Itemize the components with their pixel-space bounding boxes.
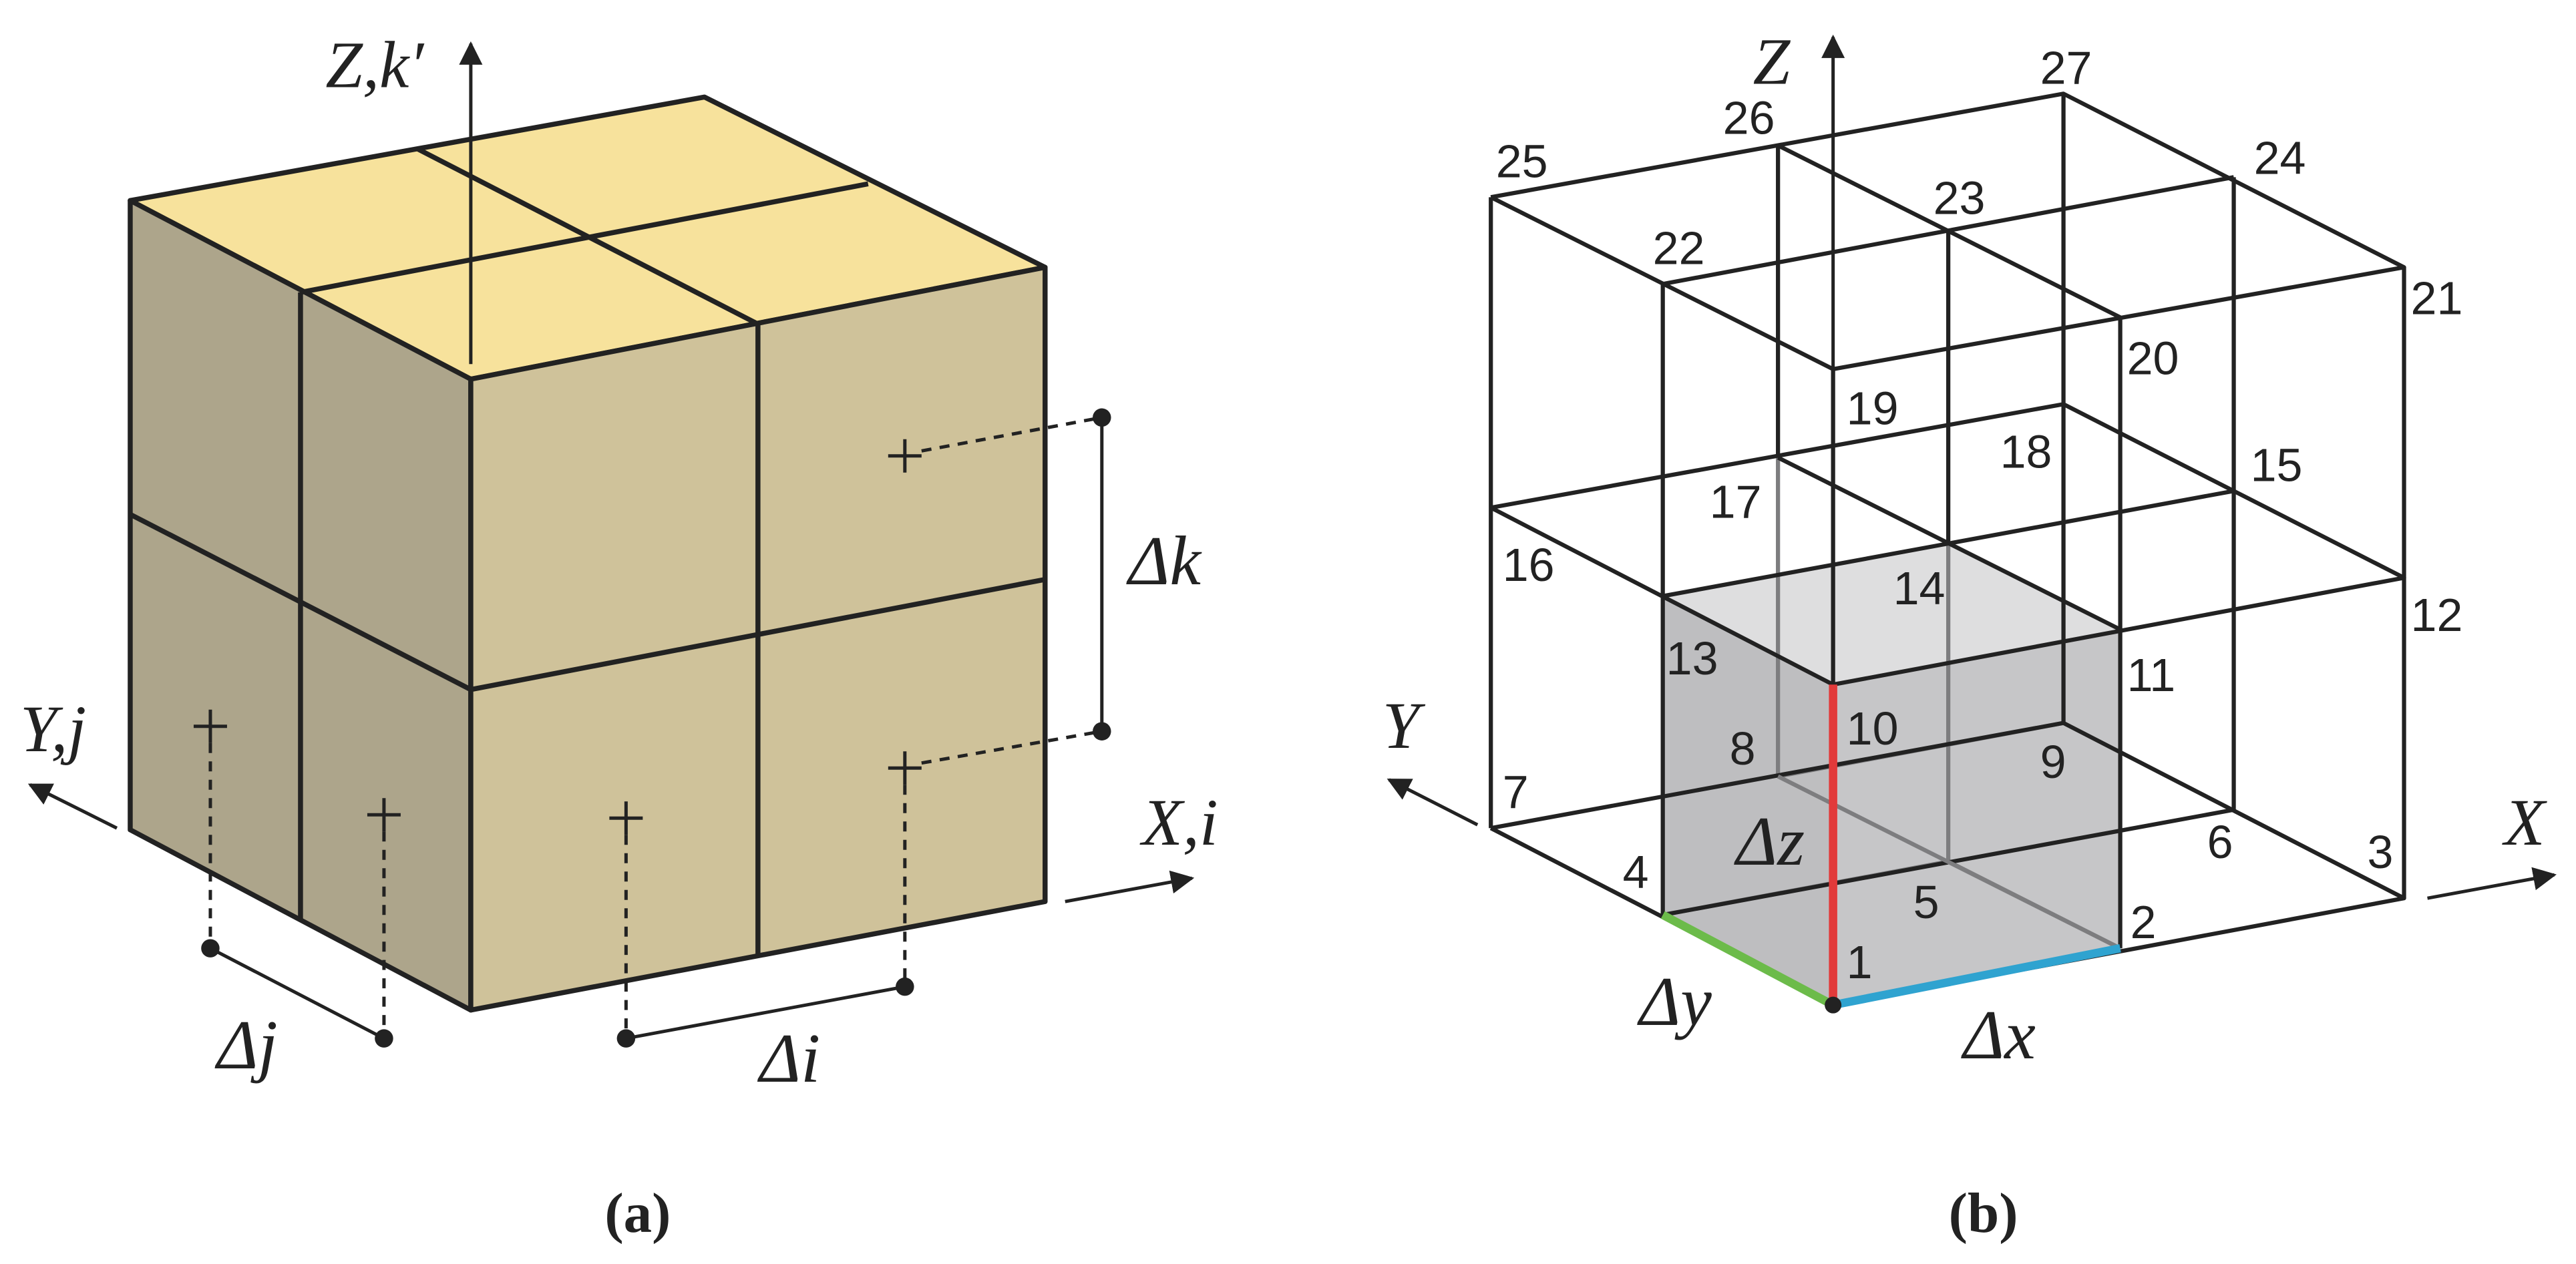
z-axis-label-b: Z xyxy=(1753,24,1791,98)
delta-i-dimension-line xyxy=(625,985,906,1040)
plus-marker xyxy=(609,801,643,835)
delta-x-edge xyxy=(1832,944,2121,1010)
plus-marker xyxy=(888,439,922,473)
z-axis-label: Z,k′ xyxy=(325,27,425,101)
node-label: 8 xyxy=(1730,722,1756,775)
endpoint-dot xyxy=(1093,408,1111,427)
node-label: 14 xyxy=(1893,562,1946,614)
front-grid-line xyxy=(470,577,1046,692)
shaded-cell-front xyxy=(1833,629,2121,1006)
endpoint-dot xyxy=(1093,722,1111,741)
origin-dot xyxy=(1825,996,1842,1014)
node-label: 22 xyxy=(1653,222,1705,274)
node-label: 10 xyxy=(1847,702,1899,755)
caption-a: (a) xyxy=(604,1182,671,1245)
x-axis-arrow-b xyxy=(2427,867,2557,900)
node-label: 12 xyxy=(2411,589,2463,641)
endpoint-dot xyxy=(896,977,914,996)
delta-y-label: Δy xyxy=(1637,962,1712,1040)
node-label: 2 xyxy=(2131,896,2157,948)
node-labels: 1 2 3 4 5 6 7 8 9 10 11 12 13 14 15 16 1… xyxy=(1496,41,2463,988)
y-axis-label: Y,j xyxy=(20,692,86,766)
node-label: 18 xyxy=(2000,425,2052,477)
node-label: 26 xyxy=(1723,91,1775,144)
plus-marker xyxy=(193,709,227,743)
caption-b: (b) xyxy=(1949,1182,2018,1245)
delta-j-label: Δj xyxy=(214,1006,278,1084)
node-label: 24 xyxy=(2254,132,2306,184)
endpoint-dot xyxy=(616,1029,636,1048)
y-axis-label-b: Y xyxy=(1383,688,1426,763)
node-label: 15 xyxy=(2251,439,2303,491)
node-label: 1 xyxy=(1847,936,1873,988)
delta-x-label: Δx xyxy=(1961,996,2036,1074)
panel-a-dimension-endpoints xyxy=(201,408,1111,1048)
node-label: 13 xyxy=(1666,632,1718,684)
left-grid-line xyxy=(129,511,472,692)
node-label: 20 xyxy=(2127,332,2179,384)
node-label: 21 xyxy=(2411,272,2463,324)
y-axis-arrow xyxy=(27,783,118,830)
node-label: 7 xyxy=(1503,766,1529,818)
delta-k-label: Δk xyxy=(1126,521,1203,600)
node-label: 3 xyxy=(2368,826,2394,878)
node-label: 6 xyxy=(2207,816,2233,868)
dashed-leader xyxy=(921,729,1103,765)
node-label: 5 xyxy=(1913,876,1940,928)
x-axis-label-b: X xyxy=(2502,785,2548,859)
node-label: 11 xyxy=(2127,649,2176,701)
panel-a-dimensions xyxy=(193,415,1104,1040)
node-label: 27 xyxy=(2040,41,2092,93)
x-axis-label: X,i xyxy=(1139,785,1218,859)
dashed-leader xyxy=(921,415,1103,453)
delta-i-label: Δi xyxy=(757,1019,820,1097)
delta-z-label: Δz xyxy=(1734,802,1805,880)
delta-y-edge xyxy=(1660,911,1835,1009)
node-label: 16 xyxy=(1503,539,1555,591)
shaded-cell-left xyxy=(1662,596,1833,1006)
endpoint-dot xyxy=(375,1029,393,1048)
top-grid-line xyxy=(300,181,869,295)
node-label: 4 xyxy=(1623,846,1649,898)
node-label: 23 xyxy=(1934,172,1986,224)
node-label: 19 xyxy=(1847,382,1899,434)
node-label: 25 xyxy=(1496,135,1548,187)
y-axis-arrow-b xyxy=(1387,778,1479,827)
node-label: 17 xyxy=(1710,475,1762,528)
plus-marker xyxy=(367,798,401,832)
node-label: 9 xyxy=(2040,736,2066,788)
endpoint-dot xyxy=(201,939,220,958)
delta-j-dimension-line xyxy=(209,946,385,1040)
panel-a xyxy=(128,94,1048,1013)
wireframe-grid xyxy=(1489,91,2406,1008)
x-axis-arrow xyxy=(1065,870,1195,903)
plus-marker xyxy=(888,751,922,785)
